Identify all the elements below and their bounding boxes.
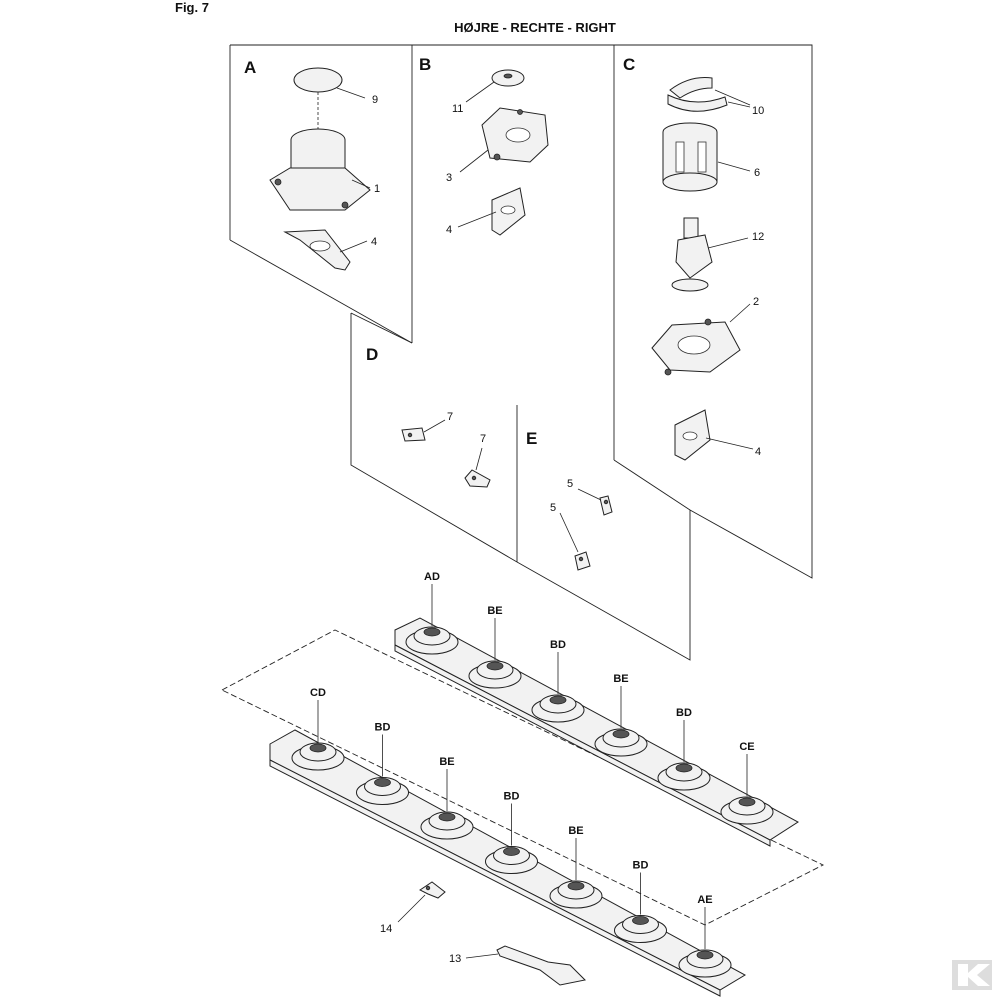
callout-b-4: 4: [446, 224, 452, 236]
cutter-disc: [420, 811, 474, 840]
callout-c-12: 12: [752, 231, 764, 243]
panel-letter-e: E: [526, 429, 537, 448]
panel-a-parts: [269, 67, 371, 271]
cutter-disc: [594, 728, 648, 757]
loose-parts: [419, 881, 587, 986]
panel-e-parts: [574, 495, 613, 571]
disc-code-label: BE: [439, 756, 454, 768]
callout-c-10: 10: [752, 105, 764, 117]
cutter-disc: [657, 762, 711, 791]
callout-c-6: 6: [754, 167, 760, 179]
cutter-disc: [678, 949, 732, 978]
figure-label: Fig. 7: [175, 0, 209, 15]
disc-code-label: AE: [697, 894, 712, 906]
panel-letter-c: C: [623, 55, 635, 74]
disc-code-label: BD: [550, 639, 566, 651]
disc-code-label: BD: [676, 707, 692, 719]
callout-c-2: 2: [753, 296, 759, 308]
cutter-disc: [405, 626, 459, 655]
cutter-disc: [468, 660, 522, 689]
cutter-disc: [614, 915, 667, 943]
cutter-disc: [720, 796, 774, 825]
cutter-disc: [291, 742, 345, 771]
panel-letter-a: A: [244, 58, 256, 77]
disc-code-label: BE: [487, 605, 502, 617]
callout-14: 14: [380, 923, 392, 935]
callout-13: 13: [449, 953, 461, 965]
panel-letter-b: B: [419, 55, 431, 74]
disc-code-label: BE: [613, 673, 628, 685]
callout-e-5b: 5: [550, 502, 556, 514]
callout-d-7a: 7: [447, 411, 453, 423]
callout-b-3: 3: [446, 172, 452, 184]
cutter-disc: [531, 694, 585, 723]
callout-a-9: 9: [372, 94, 378, 106]
callout-e-5a: 5: [567, 478, 573, 490]
disc-code-label: BD: [633, 860, 649, 872]
callout-a-1: 1: [374, 183, 380, 195]
panel-c-parts: [651, 77, 741, 461]
cutterbar-upper-discs: AD BE BD BE BD CE: [405, 571, 774, 825]
callout-d-7b: 7: [480, 433, 486, 445]
panel-letter-d: D: [366, 345, 378, 364]
callout-b-11: 11: [452, 103, 463, 115]
disc-code-label: BD: [375, 722, 391, 734]
cutter-disc: [485, 846, 538, 874]
disc-code-label: CD: [310, 687, 326, 699]
disc-code-label: AD: [424, 571, 440, 583]
figure-title: HØJRE - RECHTE - RIGHT: [454, 20, 616, 35]
callout-c-4: 4: [755, 446, 761, 458]
callout-a-4: 4: [371, 236, 377, 248]
panel-frames: [221, 44, 825, 926]
cutter-disc: [549, 880, 603, 909]
disc-code-label: CE: [739, 741, 754, 753]
brand-logo: [952, 960, 992, 990]
cutterbar-lower-discs: CD BD BE BD BE BD AE: [291, 687, 732, 978]
cutter-disc: [356, 777, 409, 805]
panel-d-parts: [401, 427, 491, 488]
disc-code-label: BD: [504, 791, 520, 803]
disc-code-label: BE: [568, 825, 583, 837]
panel-b-parts: [481, 69, 549, 236]
